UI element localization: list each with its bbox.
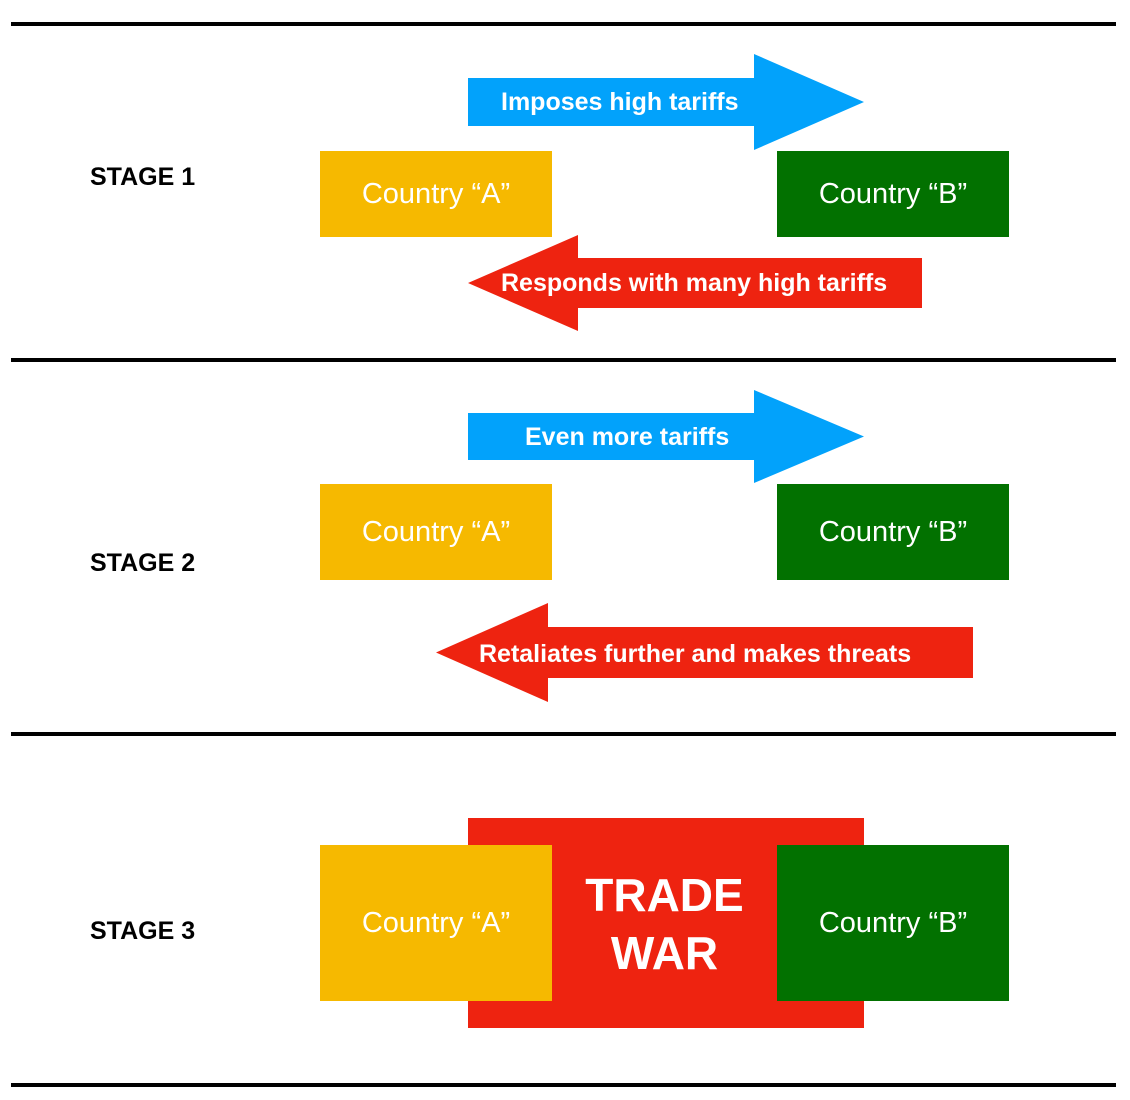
stage1-arrow-right-label: Imposes high tariffs bbox=[501, 88, 739, 116]
stage1-label: STAGE 1 bbox=[90, 163, 196, 191]
divider-stage2-stage3 bbox=[11, 732, 1116, 736]
trade-war-label: TRADE WAR bbox=[552, 866, 777, 982]
stage1-arrow-left-label: Responds with many high tariffs bbox=[501, 269, 888, 297]
stage1-arrow-left bbox=[468, 235, 922, 331]
stage2-arrow-right-label: Even more tariffs bbox=[525, 423, 730, 451]
trade-war-line2: WAR bbox=[610, 927, 719, 979]
divider-top bbox=[11, 22, 1116, 26]
stage2-arrow-right bbox=[468, 390, 864, 483]
stage2-arrow-left-label: Retaliates further and makes threats bbox=[479, 640, 912, 668]
arrow-left-icon bbox=[468, 235, 922, 331]
divider-bottom bbox=[11, 1083, 1116, 1087]
stage3-country-b: Country “B” bbox=[777, 845, 1009, 1001]
stage2-country-b: Country “B” bbox=[777, 484, 1009, 580]
divider-stage1-stage2 bbox=[11, 358, 1116, 362]
stage1-country-b: Country “B” bbox=[777, 151, 1009, 237]
arrow-right-icon bbox=[468, 54, 864, 150]
stage3-country-a: Country “A” bbox=[320, 845, 552, 1001]
stage3-label: STAGE 3 bbox=[90, 917, 196, 945]
stage2-label: STAGE 2 bbox=[90, 549, 196, 577]
arrow-right-icon bbox=[468, 390, 864, 483]
stage1-arrow-right bbox=[468, 54, 864, 150]
stage2-arrow-left bbox=[436, 603, 973, 702]
stage1-country-a: Country “A” bbox=[320, 151, 552, 237]
stage2-country-a: Country “A” bbox=[320, 484, 552, 580]
trade-war-line1: TRADE bbox=[585, 869, 744, 921]
arrow-left-icon bbox=[436, 603, 973, 702]
